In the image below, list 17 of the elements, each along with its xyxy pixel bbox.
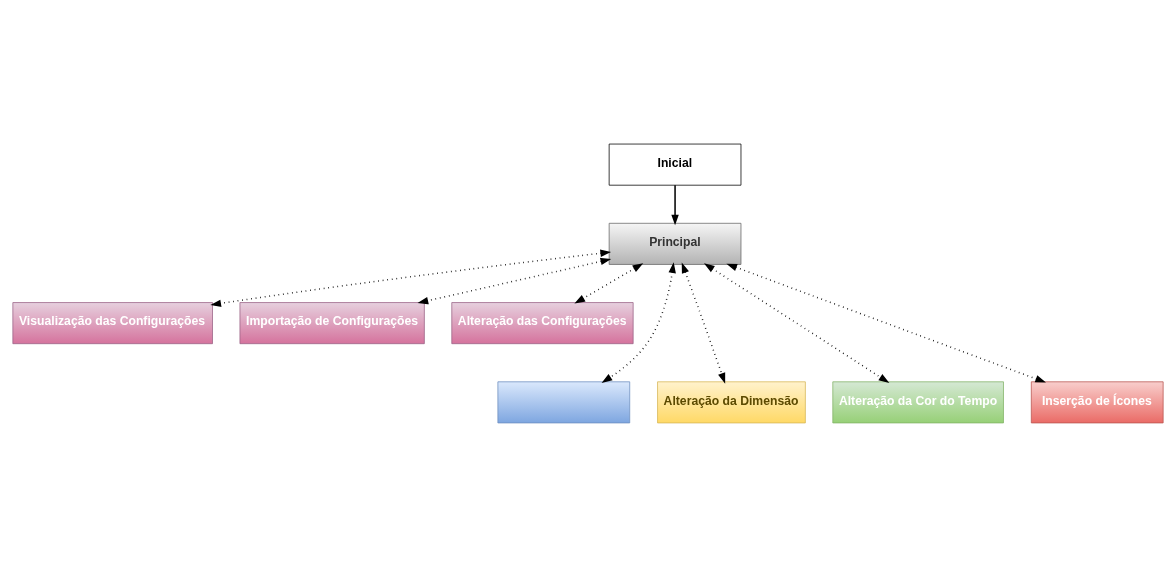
node-box: Principal: [608, 222, 742, 265]
node-box: Alteração da Dimensão: [657, 380, 806, 423]
node-box: [497, 380, 631, 423]
arrow: [671, 183, 679, 225]
arrow: [417, 257, 612, 304]
node-box: Visualização das Configurações: [12, 301, 213, 344]
arrow: [601, 261, 676, 383]
arrow: [210, 249, 612, 307]
arrow: [726, 263, 1046, 383]
node-box: Importação de Configurações: [239, 301, 425, 344]
node-box: Inicial: [608, 143, 742, 186]
node-box: Alteração das Configurações: [451, 301, 634, 344]
arrow: [703, 262, 890, 383]
node-box: Inserção de Ícones: [1030, 380, 1164, 423]
arrow: [681, 262, 726, 384]
node-box: Alteração da Cor do Tempo: [832, 380, 1004, 423]
arrow: [574, 262, 644, 304]
